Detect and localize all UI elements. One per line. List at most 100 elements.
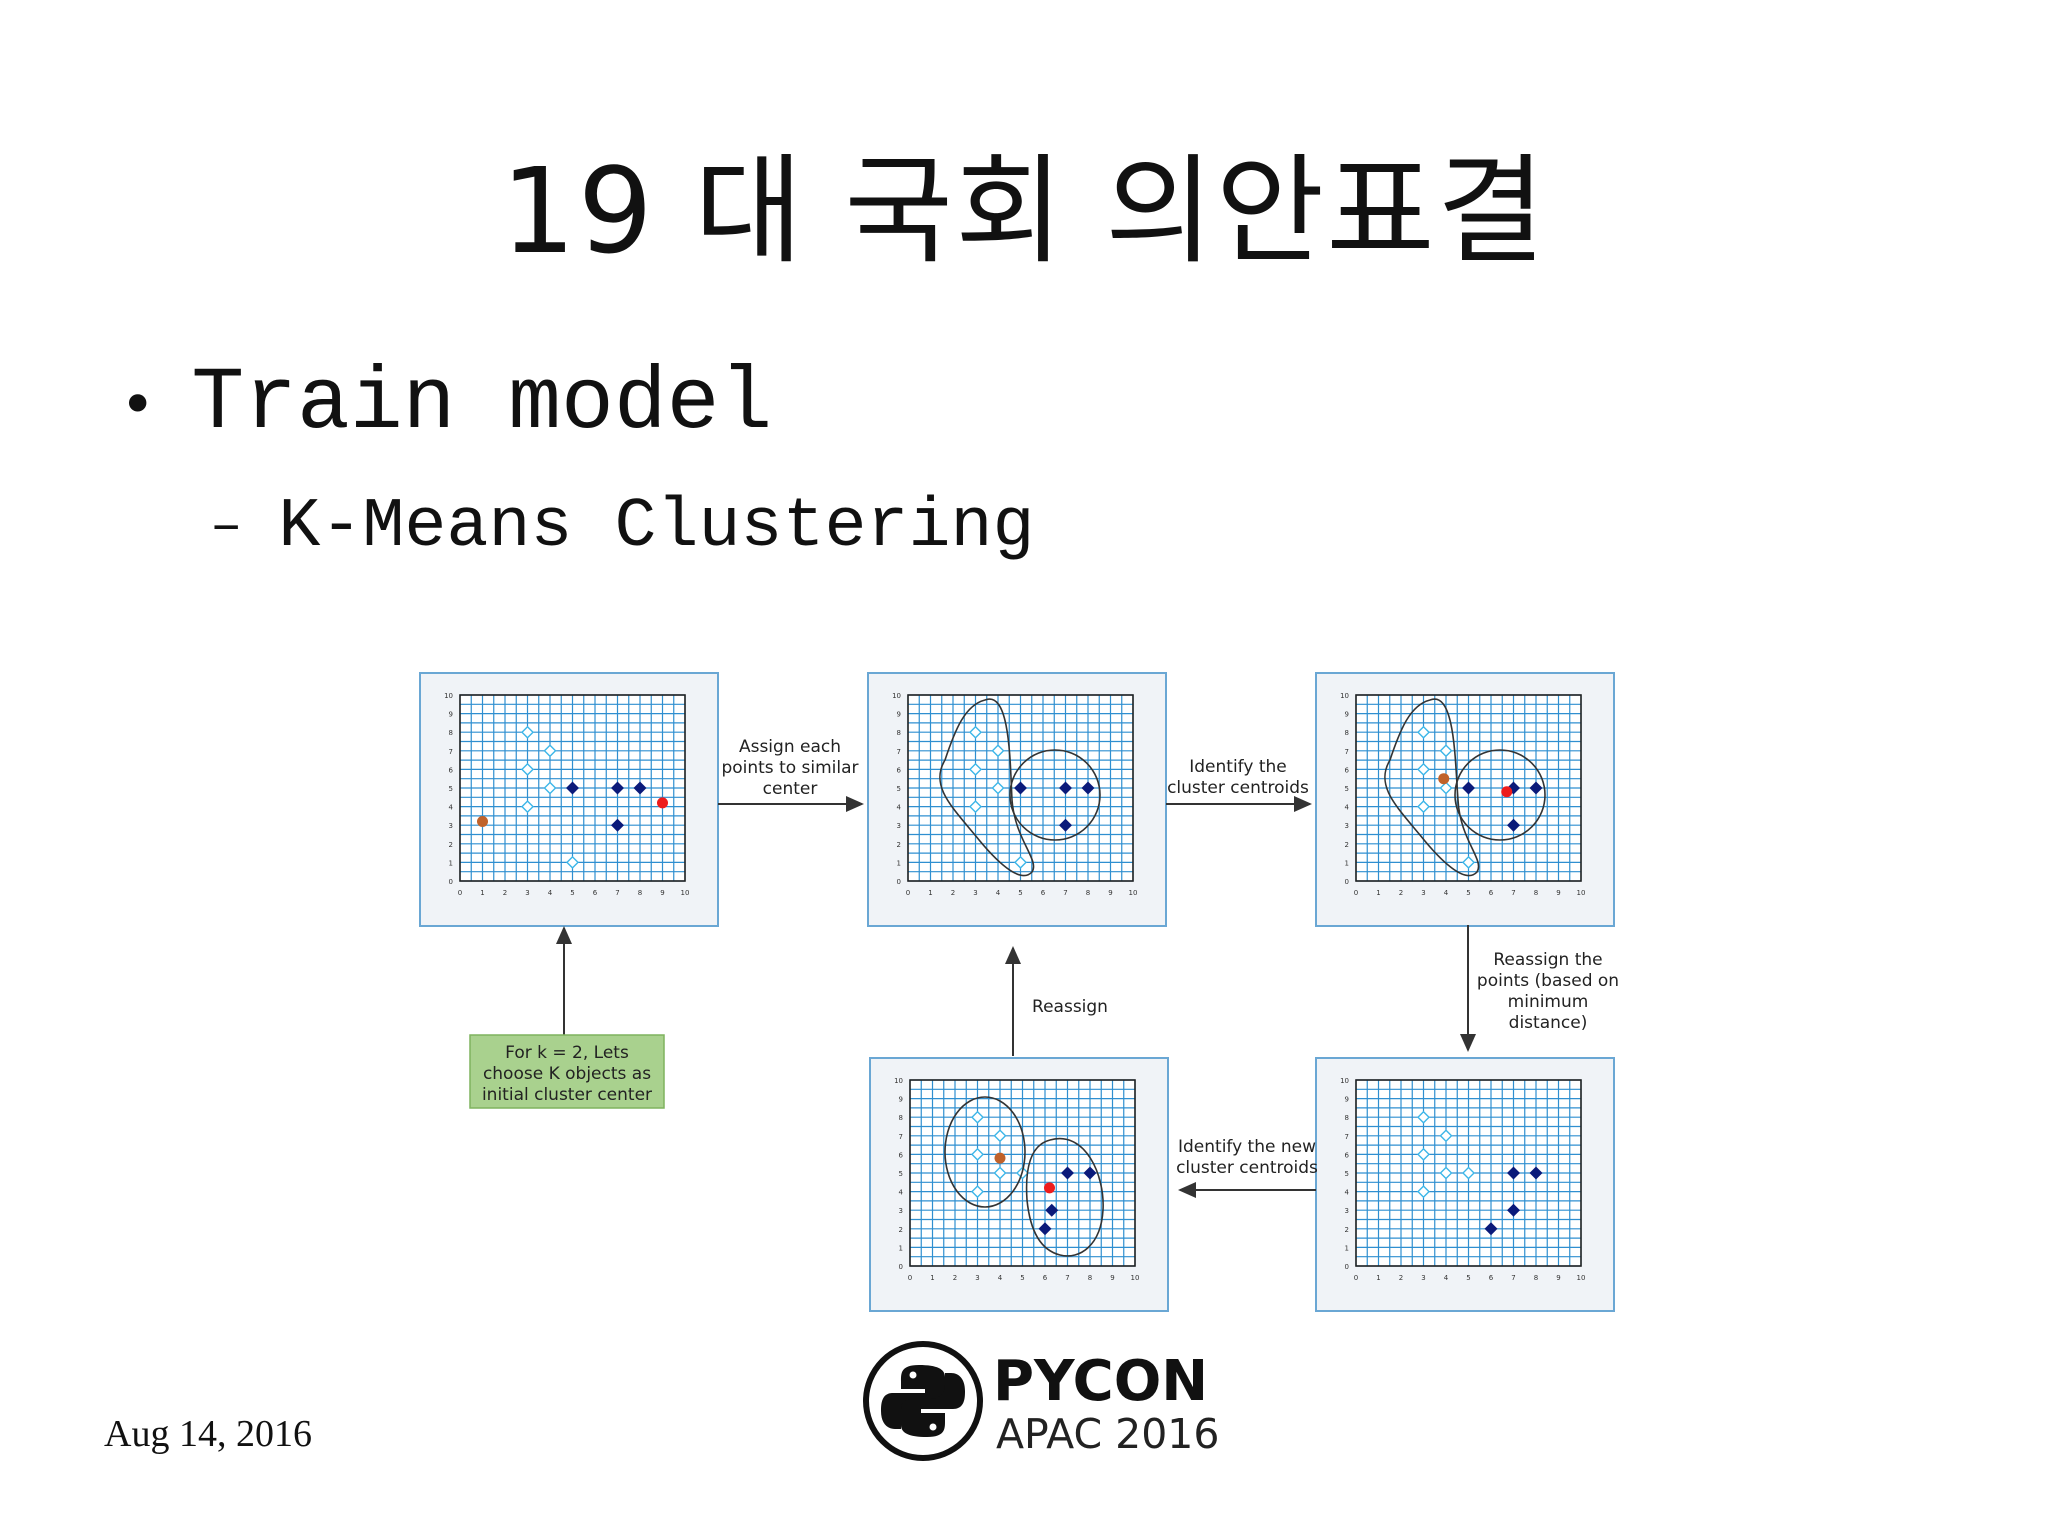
- label-reassign-points: minimum: [1508, 992, 1589, 1012]
- label-identify: cluster centroids: [1167, 778, 1309, 798]
- sub-bullet-marker: –: [210, 497, 243, 558]
- x-tick-label: 7: [1511, 889, 1515, 897]
- y-tick-label: 6: [1345, 766, 1350, 774]
- x-tick-label: 9: [1556, 889, 1560, 897]
- data-point-light: [1439, 1166, 1453, 1180]
- data-point-dark: [566, 781, 579, 795]
- y-tick-label: 3: [449, 822, 453, 830]
- y-tick-label: 4: [899, 1189, 904, 1197]
- cluster-outline-dark-p2: [1009, 749, 1101, 841]
- data-point-light: [1417, 1185, 1430, 1199]
- label-reassign-points: distance): [1509, 1013, 1588, 1033]
- cluster-outline-light-p5: [944, 1096, 1026, 1208]
- x-tick-label: 3: [1421, 1274, 1425, 1282]
- x-tick-label: 4: [996, 889, 1001, 897]
- y-tick-label: 7: [899, 1133, 903, 1141]
- x-tick-label: 1: [930, 1274, 934, 1282]
- centroid-point: [477, 815, 488, 827]
- label-reassign-points: points (based on: [1477, 971, 1619, 991]
- x-tick-label: 5: [1466, 889, 1470, 897]
- start-box-text: For k = 2, Lets: [505, 1043, 629, 1063]
- data-point-light: [1417, 762, 1430, 776]
- x-tick-label: 9: [660, 889, 664, 897]
- data-point-dark: [1507, 1203, 1520, 1217]
- x-tick-label: 0: [458, 889, 462, 897]
- logo-event: APAC 2016: [996, 1410, 1219, 1458]
- label-reassign-points: Reassign the: [1493, 950, 1602, 970]
- centroid-point: [1044, 1182, 1055, 1194]
- data-point-light: [1417, 1147, 1430, 1161]
- data-point-light: [991, 781, 1005, 795]
- y-tick-label: 10: [1340, 692, 1349, 700]
- x-tick-label: 0: [1354, 889, 1358, 897]
- y-tick-label: 7: [1345, 748, 1349, 756]
- x-tick-label: 7: [1063, 889, 1067, 897]
- x-tick-label: 5: [1466, 1274, 1470, 1282]
- data-point-light: [969, 725, 982, 739]
- x-tick-label: 4: [548, 889, 553, 897]
- data-point-dark: [1045, 1203, 1059, 1217]
- y-tick-label: 3: [1345, 822, 1349, 830]
- data-point-dark: [1529, 781, 1543, 795]
- x-tick-label: 8: [638, 889, 642, 897]
- centroid-point: [1501, 786, 1513, 798]
- cluster-outline-dark-p3: [1454, 749, 1546, 841]
- start-box-text: initial cluster center: [482, 1085, 652, 1105]
- y-tick-label: 4: [897, 804, 902, 812]
- y-tick-label: 2: [897, 841, 901, 849]
- data-point-light: [971, 1185, 984, 1199]
- sub-bullet-text: K-Means Clustering: [278, 488, 1035, 567]
- plot-border: [459, 694, 686, 882]
- centroid-point: [994, 1152, 1006, 1164]
- data-point-dark: [1038, 1222, 1052, 1236]
- data-point-light: [1417, 800, 1430, 814]
- x-tick-label: 8: [1086, 889, 1090, 897]
- slide-title: 19 대 국회 의안표결: [500, 142, 1548, 280]
- y-tick-label: 10: [444, 692, 453, 700]
- x-tick-label: 7: [1065, 1274, 1069, 1282]
- data-point-light: [1417, 1110, 1430, 1124]
- centroid-point: [1438, 773, 1450, 785]
- data-point-light: [1462, 855, 1475, 869]
- y-tick-label: 1: [899, 1244, 903, 1252]
- label-identify: Identify the: [1189, 757, 1286, 777]
- y-tick-label: 2: [449, 841, 453, 849]
- label-assign: points to similar: [721, 758, 858, 778]
- x-tick-label: 2: [953, 1274, 957, 1282]
- x-tick-label: 5: [1020, 1274, 1024, 1282]
- x-tick-label: 0: [908, 1274, 912, 1282]
- plot-border: [907, 694, 1134, 882]
- x-tick-label: 9: [1556, 1274, 1560, 1282]
- data-point-dark: [611, 818, 624, 832]
- x-tick-label: 10: [1129, 889, 1138, 897]
- x-tick-label: 1: [1376, 1274, 1380, 1282]
- y-tick-label: 5: [899, 1170, 903, 1178]
- data-point-dark: [1081, 781, 1095, 795]
- x-tick-label: 2: [951, 889, 955, 897]
- x-tick-label: 10: [681, 889, 690, 897]
- python-icon: [881, 1365, 965, 1437]
- start-box: [469, 1034, 665, 1109]
- x-tick-label: 4: [1444, 889, 1449, 897]
- y-tick-label: 8: [899, 1114, 903, 1122]
- x-tick-label: 8: [1534, 889, 1538, 897]
- x-tick-label: 5: [570, 889, 574, 897]
- data-point-light: [521, 762, 534, 776]
- x-tick-label: 0: [1354, 1274, 1358, 1282]
- x-tick-label: 2: [1399, 889, 1403, 897]
- data-point-dark: [1529, 1166, 1543, 1180]
- x-tick-label: 6: [1041, 889, 1046, 897]
- y-tick-label: 8: [449, 729, 453, 737]
- data-point-light: [993, 1166, 1007, 1180]
- y-tick-label: 5: [449, 785, 453, 793]
- x-tick-label: 2: [1399, 1274, 1403, 1282]
- y-tick-label: 0: [1345, 878, 1349, 886]
- y-tick-label: 9: [1345, 711, 1349, 719]
- y-tick-label: 6: [897, 766, 902, 774]
- x-tick-label: 0: [906, 889, 910, 897]
- data-point-dark: [1484, 1222, 1498, 1236]
- x-tick-label: 6: [1043, 1274, 1048, 1282]
